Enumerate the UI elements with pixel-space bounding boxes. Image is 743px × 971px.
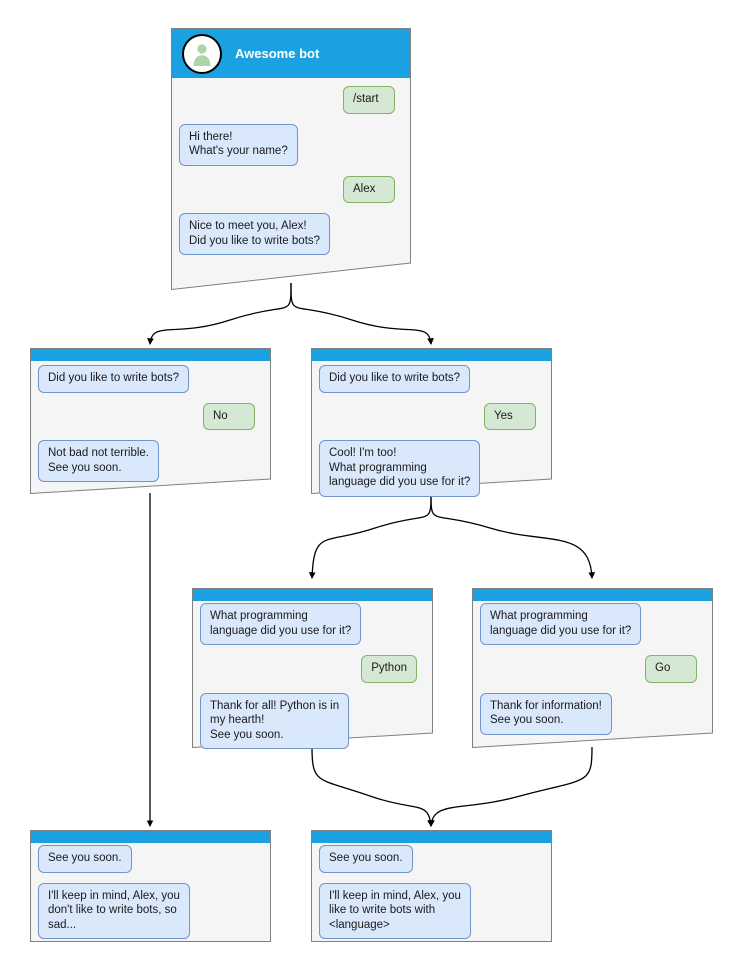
bot-message-bubble[interactable]: Thank for information! See you soon. — [480, 692, 612, 735]
card-header — [31, 349, 270, 361]
card-header — [312, 349, 551, 361]
message-row: Yes — [311, 402, 552, 430]
card-header — [473, 589, 712, 601]
message-list-yes-branch: Did you like to write bots? Yes Cool! I'… — [311, 365, 552, 507]
message-row: What programming language did you use fo… — [192, 603, 433, 645]
message-list-go-branch: What programming language did you use fo… — [472, 603, 713, 745]
bot-message-bubble[interactable]: Thank for all! Python is in my hearth! S… — [200, 692, 350, 749]
bot-message-bubble[interactable]: Hi there! What's your name? — [179, 123, 298, 166]
card-header-root: Awesome bot — [172, 29, 410, 78]
message-row: Not bad not terrible. See you soon. — [30, 440, 271, 482]
card-end-happy[interactable]: See you soon. I'll keep in mind, Alex, y… — [311, 830, 552, 942]
message-row: Alex — [171, 175, 411, 203]
message-list-root: /start Hi there! What's your name? Alex … — [171, 86, 411, 265]
user-message-bubble[interactable]: Go — [645, 655, 697, 683]
card-no-branch[interactable]: Did you like to write bots? No Not bad n… — [30, 348, 271, 494]
message-row: I'll keep in mind, Alex, you don't like … — [30, 882, 271, 939]
message-row: I'll keep in mind, Alex, you like to wri… — [311, 882, 552, 939]
bot-message-bubble[interactable]: What programming language did you use fo… — [200, 603, 362, 645]
bot-message-bubble[interactable]: See you soon. — [319, 845, 413, 873]
card-header — [193, 589, 432, 601]
message-row: Cool! I'm too! What programming language… — [311, 440, 552, 497]
bot-title: Awesome bot — [235, 46, 320, 61]
message-row: Did you like to write bots? — [30, 365, 271, 393]
message-row: /start — [171, 86, 411, 114]
edge-root-to-yes — [290, 282, 434, 346]
edge-root-to-no — [147, 282, 292, 346]
person-avatar-icon — [182, 33, 222, 74]
bot-message-bubble[interactable]: Cool! I'm too! What programming language… — [319, 440, 481, 497]
card-header — [31, 831, 270, 843]
message-list-end-happy: See you soon. I'll keep in mind, Alex, y… — [311, 845, 552, 949]
message-row: Nice to meet you, Alex! Did you like to … — [171, 213, 411, 255]
bot-message-bubble[interactable]: See you soon. — [38, 845, 132, 873]
message-row: Thank for information! See you soon. — [472, 692, 713, 735]
message-list-end-sad: See you soon. I'll keep in mind, Alex, y… — [30, 845, 271, 949]
user-message-bubble[interactable]: Yes — [484, 402, 536, 430]
bot-message-bubble[interactable]: Not bad not terrible. See you soon. — [38, 440, 160, 482]
bot-message-bubble[interactable]: Did you like to write bots? — [319, 365, 471, 393]
message-row: Hi there! What's your name? — [171, 123, 411, 166]
user-message-bubble[interactable]: Alex — [343, 175, 395, 203]
message-row: No — [30, 402, 271, 430]
message-row: See you soon. — [30, 845, 271, 873]
message-row: Thank for all! Python is in my hearth! S… — [192, 692, 433, 749]
bot-message-bubble[interactable]: I'll keep in mind, Alex, you like to wri… — [319, 882, 471, 939]
bot-message-bubble[interactable]: Did you like to write bots? — [38, 365, 190, 393]
edge-go-to-end-happy — [428, 746, 593, 828]
user-message-bubble[interactable]: No — [203, 402, 255, 430]
message-row: What programming language did you use fo… — [472, 603, 713, 645]
message-list-no-branch: Did you like to write bots? No Not bad n… — [30, 365, 271, 492]
card-go-branch[interactable]: What programming language did you use fo… — [472, 588, 713, 748]
message-row: Python — [192, 655, 433, 683]
user-message-bubble[interactable]: Python — [361, 655, 417, 683]
bot-message-bubble[interactable]: I'll keep in mind, Alex, you don't like … — [38, 882, 190, 939]
card-header — [312, 831, 551, 843]
user-message-bubble[interactable]: /start — [343, 86, 395, 114]
card-end-sad[interactable]: See you soon. I'll keep in mind, Alex, y… — [30, 830, 271, 942]
card-yes-branch[interactable]: Did you like to write bots? Yes Cool! I'… — [311, 348, 552, 497]
message-row: Go — [472, 655, 713, 683]
bot-message-bubble[interactable]: What programming language did you use fo… — [480, 603, 642, 645]
card-root[interactable]: Awesome bot /start Hi there! What's your… — [171, 28, 411, 290]
card-python-branch[interactable]: What programming language did you use fo… — [192, 588, 433, 749]
message-row: Did you like to write bots? — [311, 365, 552, 393]
message-row: See you soon. — [311, 845, 552, 873]
bot-message-bubble[interactable]: Nice to meet you, Alex! Did you like to … — [179, 213, 331, 255]
message-list-python-branch: What programming language did you use fo… — [192, 603, 433, 759]
